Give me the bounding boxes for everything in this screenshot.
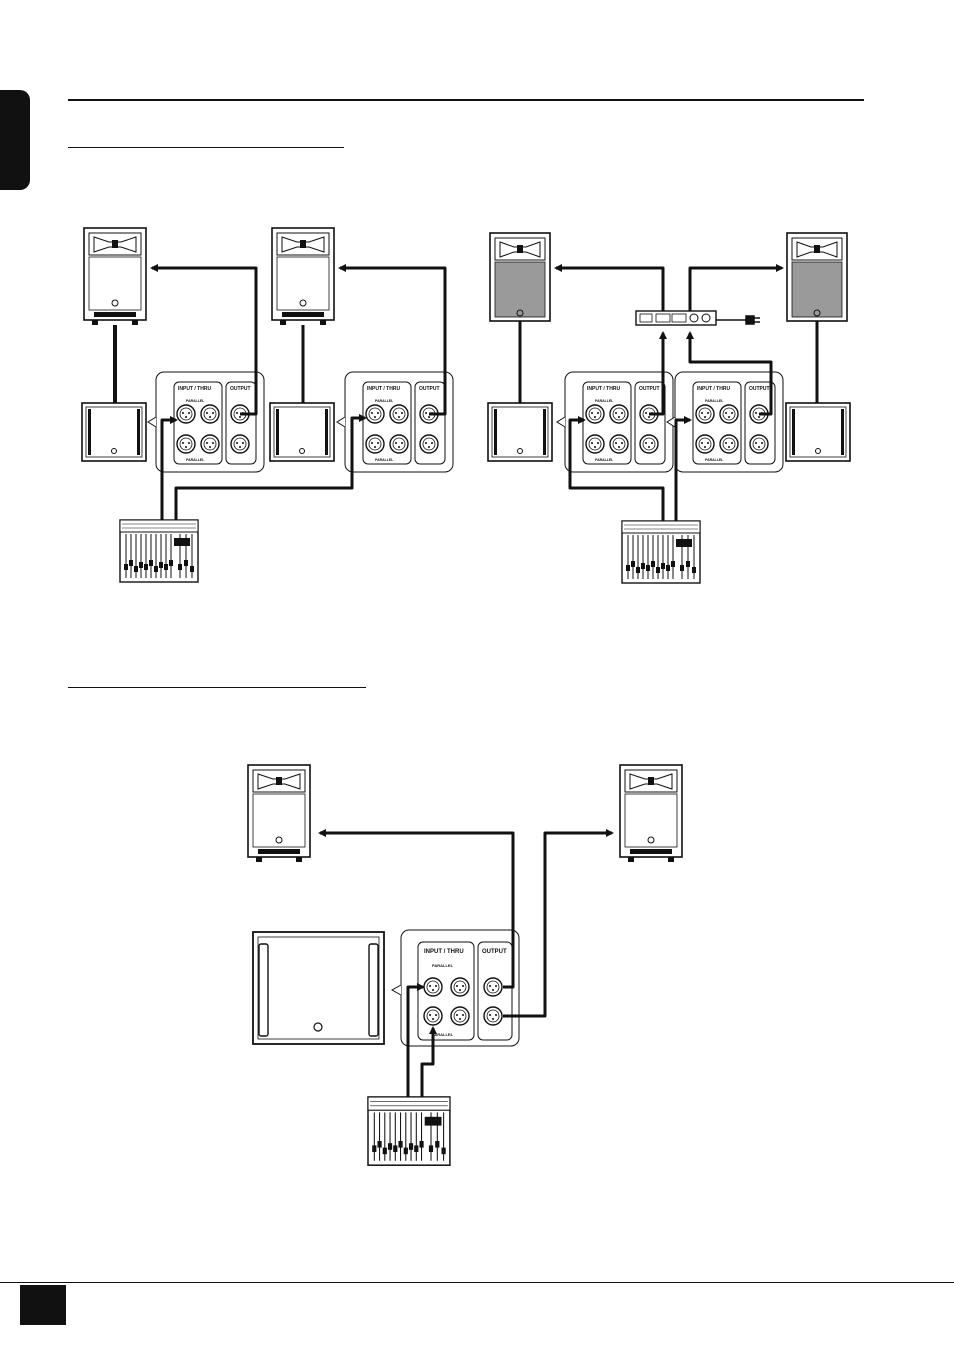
diagram-2 [487, 232, 851, 584]
mixer-icon [119, 519, 199, 583]
rear-panel-callout [337, 372, 453, 472]
input-thru-label: INPUT / THRU [424, 949, 464, 955]
diagram-1 [81, 227, 453, 583]
section-1-heading-rule [68, 147, 344, 148]
speaker-icon [271, 227, 335, 326]
speaker-icon [247, 764, 311, 863]
speaker-icon [619, 764, 683, 863]
parallel-label-top: PARALLEL [432, 963, 454, 968]
subwoofer-icon [252, 931, 385, 1045]
rear-panel-callout [667, 372, 783, 472]
rear-panel-callout [148, 372, 264, 472]
power-plug-icon [716, 315, 760, 325]
speaker-icon [489, 232, 551, 322]
mixer-icon [621, 520, 701, 584]
subwoofer-icon [81, 402, 147, 462]
page-number-box [20, 1285, 66, 1325]
output-label: OUTPUT [482, 949, 507, 955]
header-rule [68, 99, 864, 101]
language-side-tab [0, 90, 30, 190]
footer-rule [0, 1282, 954, 1283]
diagram-3: INPUT / THRU OUTPUT PARALLEL PARALLEL [247, 764, 683, 1166]
subwoofer-icon [269, 402, 335, 462]
rear-panel-callout: INPUT / THRU OUTPUT PARALLEL PARALLEL [390, 929, 520, 1047]
speaker-icon [83, 227, 147, 326]
subwoofer-icon [487, 402, 553, 462]
section-2-heading-rule [68, 687, 366, 688]
parallel-label-bottom: PARALLEL [432, 1032, 454, 1037]
amplifier-icon [635, 310, 717, 326]
mixer-icon [367, 1096, 451, 1166]
subwoofer-icon [785, 402, 851, 462]
speaker-icon [786, 232, 848, 322]
rear-panel-callout [557, 372, 673, 472]
